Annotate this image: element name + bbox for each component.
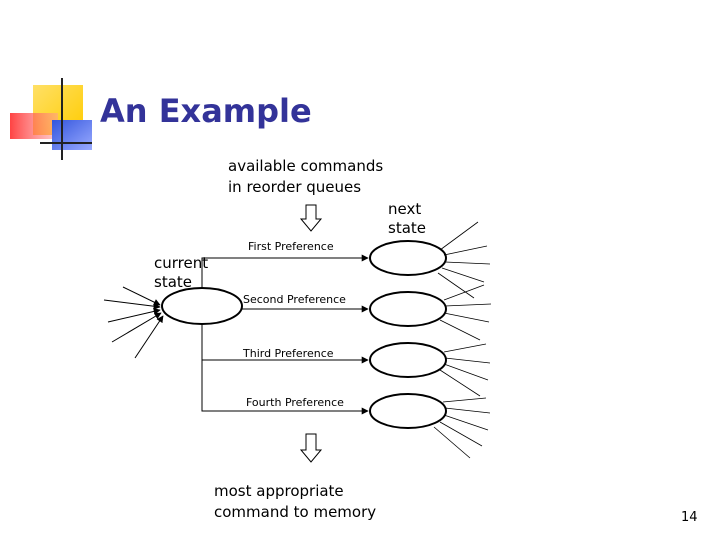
current-state-label-line1: current [154,254,208,272]
page-number: 14 [681,510,698,525]
slide-title: An Example [100,92,312,130]
current-state-node [161,287,243,325]
top-label-line1: available commands [228,157,383,175]
next-state-node-2 [369,291,447,327]
next-state-node-3 [369,342,447,378]
output-down-arrow [299,433,323,463]
next-state-node-1 [369,240,447,276]
current-state-label-line2: state [154,273,192,291]
input-down-arrow [299,204,323,232]
bottom-label-line1: most appropriate [214,482,344,500]
preference-branches [201,254,369,415]
third-preference-label: Third Preference [242,347,334,360]
next-state-label-line2: state [388,219,426,237]
bottom-label-line2: command to memory [214,503,376,521]
fourth-preference-label: Fourth Preference [246,396,344,409]
second-preference-label: Second Preference [243,293,346,306]
current-state-incoming-arrows [103,286,164,359]
top-label-line2: in reorder queues [228,178,361,196]
next-state-label-line1: next [388,200,421,218]
next-state-node-4 [369,393,447,429]
next-state-fanout-lines [433,221,492,459]
slide-logo [10,78,92,160]
first-preference-label: First Preference [248,240,334,253]
